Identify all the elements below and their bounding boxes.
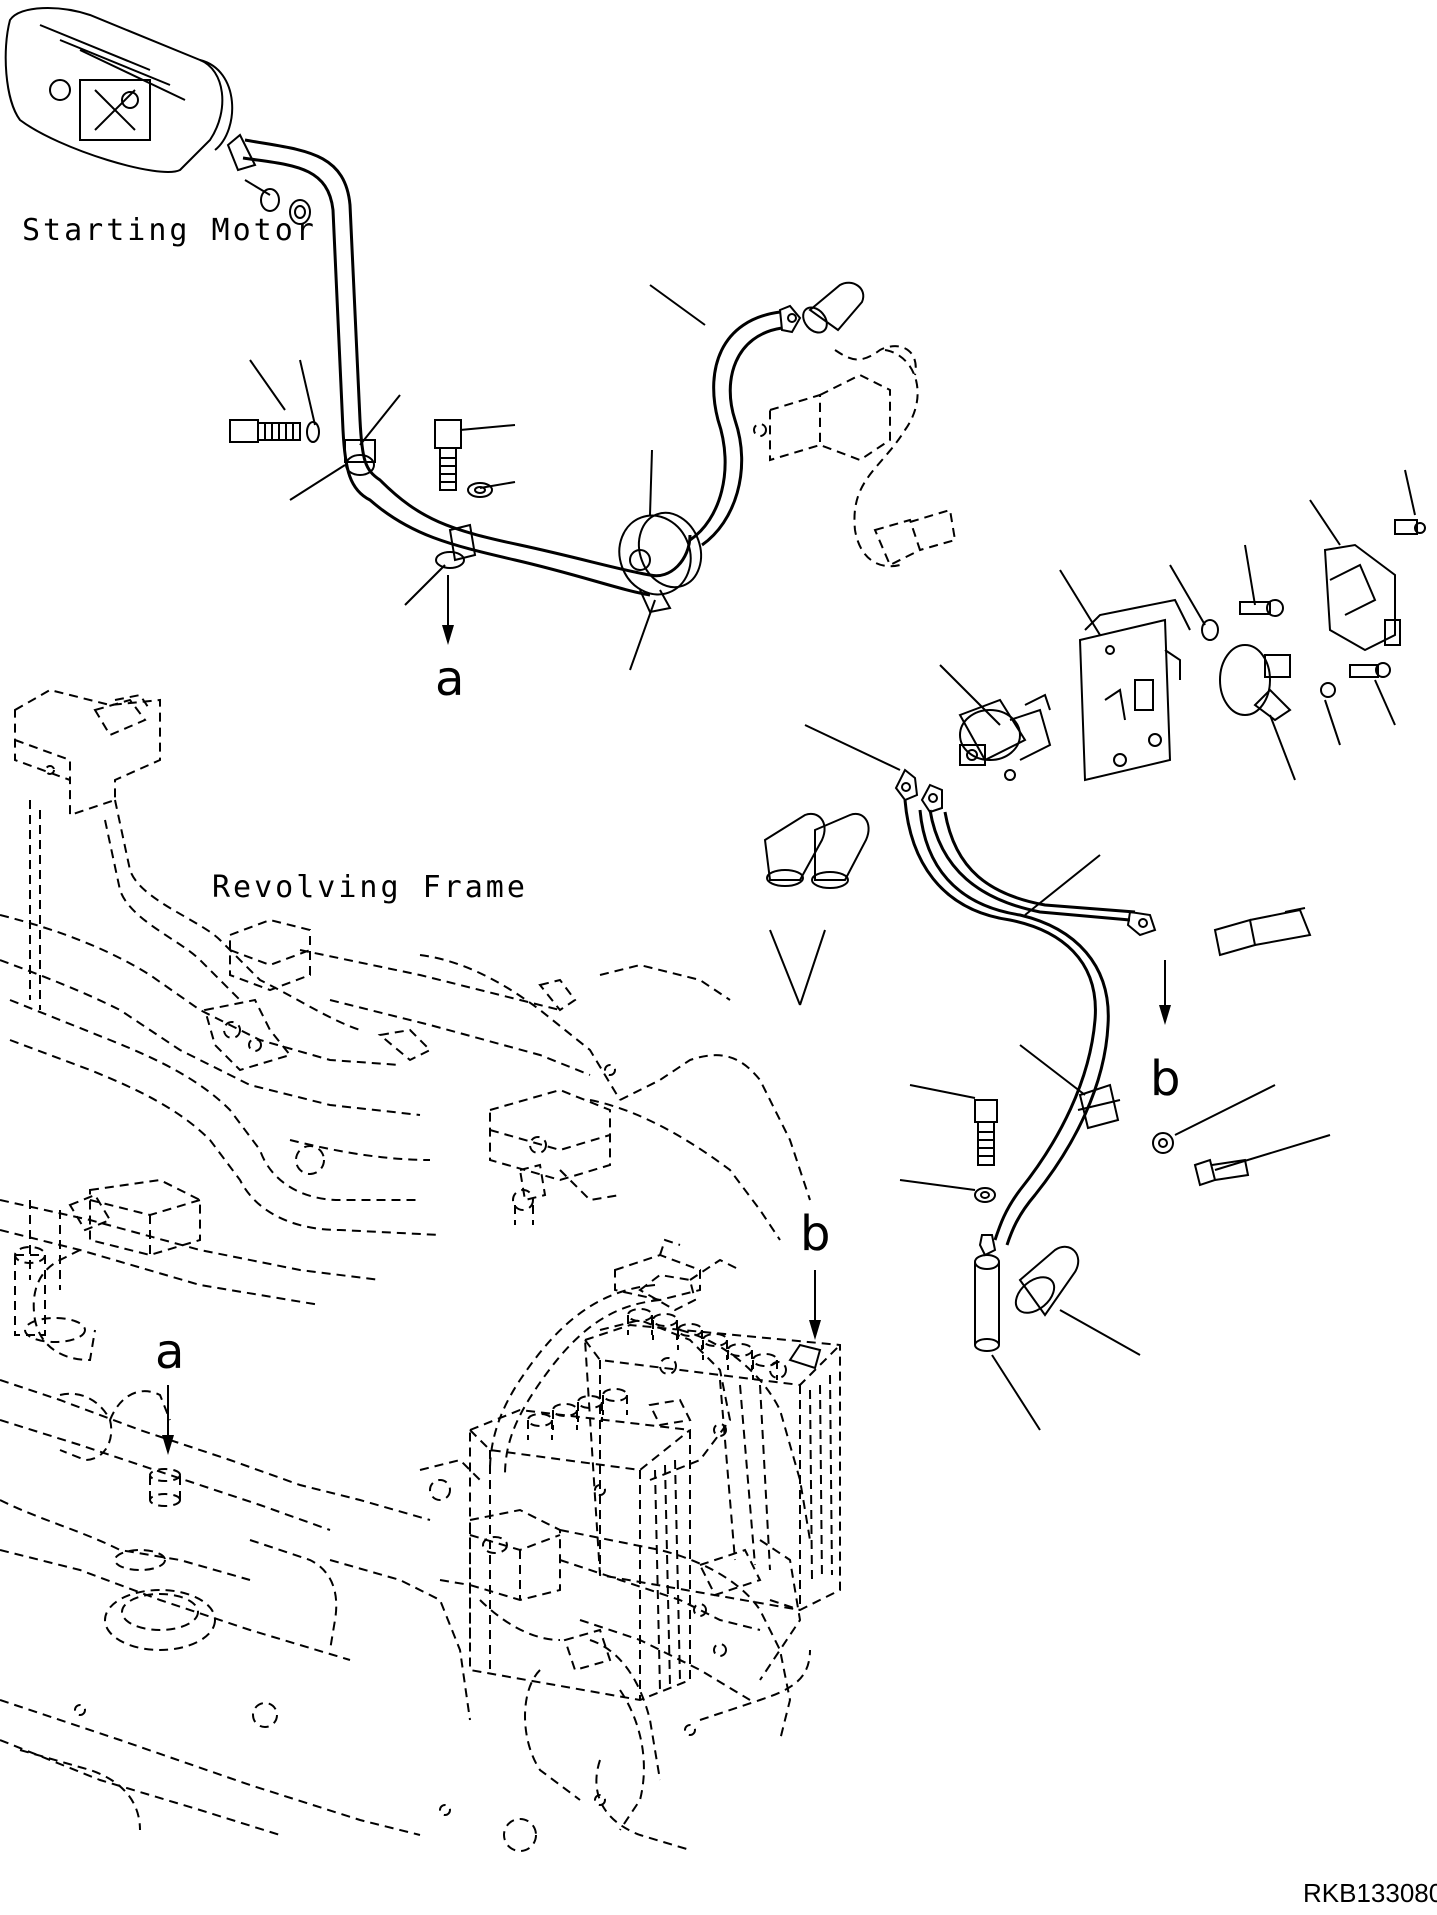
starting-motor-label: Starting Motor (22, 213, 317, 248)
ref-arrow-b-right (1159, 960, 1171, 1025)
ref-label-a-bottom: a (155, 1324, 184, 1380)
batteries (469, 1258, 841, 1702)
bracket-screw-upper (1201, 599, 1284, 641)
bolt-vertical (434, 419, 493, 498)
battery-cells-back (627, 1308, 778, 1380)
ref-label-b-right: b (1150, 1051, 1180, 1107)
battery-relay-dashed (753, 345, 957, 568)
cable-clamp-right (1077, 1083, 1121, 1130)
relay-cover (1323, 519, 1426, 652)
bracket-screw-lower (1320, 662, 1391, 698)
grommet (618, 511, 703, 614)
motor-nut-washer (244, 179, 311, 225)
terminal-cap-top (802, 281, 865, 334)
cable-clamp-middle (435, 523, 477, 569)
washer-bolt-right (1152, 1132, 1250, 1187)
ref-arrow-a-top (442, 575, 454, 645)
terminal-caps-pair (763, 812, 870, 889)
relay-bracket (1078, 598, 1191, 782)
battery-cells-front (527, 1388, 628, 1440)
leader-lines-right (769, 469, 1416, 1431)
ref-label-b-bottom: b (800, 1206, 830, 1262)
starter-cable (226, 133, 692, 597)
battery-cables (894, 768, 1157, 1246)
battery-relay-cable (689, 304, 802, 547)
battery-terminal-b (788, 1343, 822, 1370)
bolt-right-lower (974, 1099, 998, 1203)
leader-lines-top (249, 284, 706, 671)
revolving-frame-label: Revolving Frame (212, 870, 528, 905)
battery-relay-frame (614, 1238, 701, 1302)
starting-motor (4, 7, 234, 173)
ref-arrow-a-bottom (162, 1385, 174, 1455)
revolving-frame (0, 688, 811, 1852)
bolt-left (229, 419, 320, 443)
spacer (974, 1234, 1000, 1352)
battery-relay (958, 693, 1052, 781)
wire-loop (1219, 644, 1292, 722)
cable-clamp-left (344, 439, 376, 476)
ref-label-a-top: a (435, 651, 464, 707)
ref-arrow-b-bottom (809, 1270, 821, 1340)
terminal-cap-lower (1014, 1245, 1080, 1317)
connector-right (1213, 907, 1312, 957)
drawing-code: RKB133080 (1303, 1878, 1437, 1908)
